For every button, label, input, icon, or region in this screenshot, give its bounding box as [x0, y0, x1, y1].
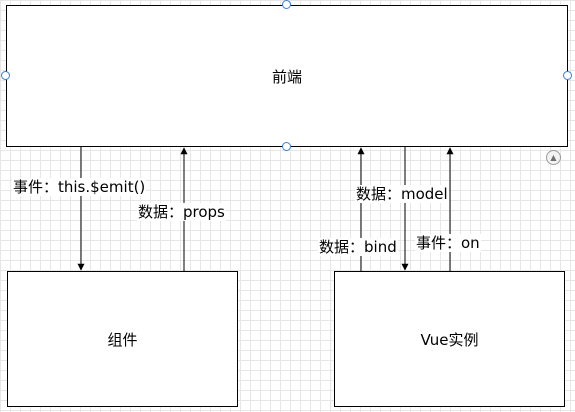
component-node-label: 组件: [107, 330, 138, 349]
vue-instance-node-label: Vue实例: [420, 330, 479, 349]
edge-label-props: 数据：props: [137, 203, 226, 221]
connection-handle-bottom[interactable]: [282, 142, 291, 151]
edge-label-emit: 事件：this.$emit(): [12, 178, 147, 196]
edge-label-model: 数据：model: [355, 185, 449, 203]
edge-label-bind: 数据：bind: [318, 238, 398, 256]
connection-handle-right[interactable]: [563, 71, 572, 80]
vue-instance-node[interactable]: Vue实例: [334, 271, 565, 407]
connection-handle-top[interactable]: [282, 0, 291, 9]
connection-handle-left[interactable]: [1, 71, 10, 80]
edge-label-on: 事件：on: [415, 234, 481, 252]
frontend-node[interactable]: 前端: [6, 5, 568, 147]
frontend-node-label: 前端: [271, 67, 302, 86]
collapse-triangle-icon[interactable]: ▲: [546, 150, 561, 165]
component-node[interactable]: 组件: [7, 271, 238, 407]
